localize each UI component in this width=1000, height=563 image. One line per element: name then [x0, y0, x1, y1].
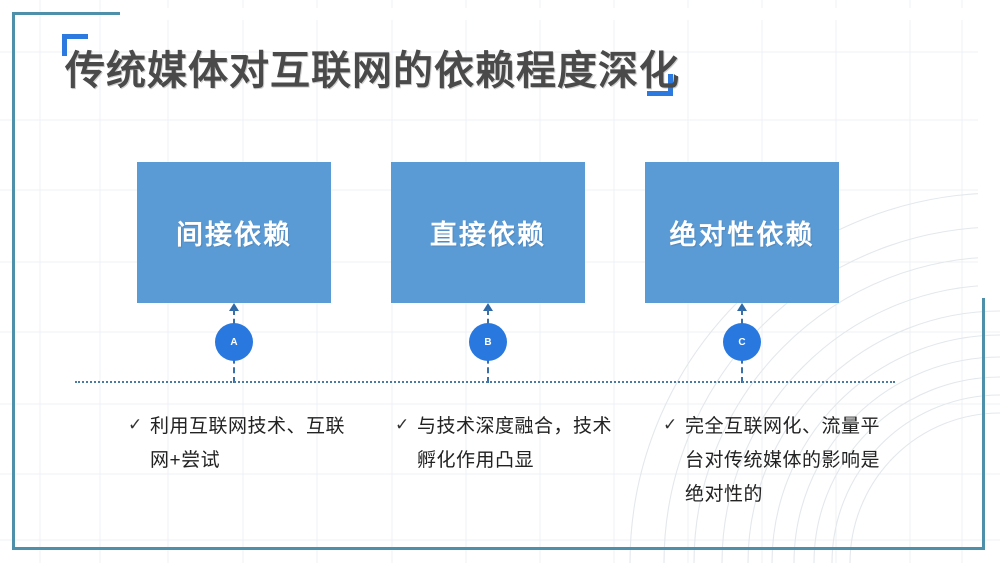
- concept-box-absolute[interactable]: 绝对性依赖: [645, 162, 839, 303]
- title-block: 传统媒体对互联网的依赖程度深化: [55, 28, 715, 108]
- connector-b: B: [469, 303, 507, 383]
- check-icon: ✓: [395, 415, 410, 434]
- bullet-text: 与技术深度融合，技术孵化作用凸显: [417, 416, 613, 471]
- check-icon: ✓: [128, 415, 143, 434]
- connector-a: A: [215, 303, 253, 383]
- bullet-item-3: ✓ 完全互联网化、流量平台对传统媒体的影响是绝对性的: [663, 410, 893, 512]
- marker-circle-a[interactable]: A: [215, 323, 253, 361]
- arrow-up-icon: [483, 303, 493, 311]
- frame-right-gap: [978, 8, 1000, 298]
- bullet-text: 完全互联网化、流量平台对传统媒体的影响是绝对性的: [685, 416, 881, 505]
- horizontal-divider: [75, 381, 895, 383]
- marker-circle-b[interactable]: B: [469, 323, 507, 361]
- check-icon: ✓: [663, 415, 678, 434]
- bullet-item-1: ✓ 利用互联网技术、互联网+尝试: [128, 410, 358, 478]
- concept-box-direct[interactable]: 直接依赖: [391, 162, 585, 303]
- connector-c: C: [723, 303, 761, 383]
- page-title: 传统媒体对互联网的依赖程度深化: [65, 49, 680, 93]
- concept-box-label: 直接依赖: [430, 220, 546, 250]
- arrow-up-icon: [229, 303, 239, 311]
- bullet-text: 利用互联网技术、互联网+尝试: [150, 416, 346, 471]
- bullet-item-2: ✓ 与技术深度融合，技术孵化作用凸显: [395, 410, 625, 478]
- concept-box-label: 间接依赖: [176, 220, 292, 250]
- corner-bracket-top-left-icon: [62, 34, 88, 56]
- concept-box-indirect[interactable]: 间接依赖: [137, 162, 331, 303]
- corner-bracket-bottom-right-icon: [647, 74, 673, 96]
- concept-box-label: 绝对性依赖: [669, 220, 815, 250]
- marker-circle-c[interactable]: C: [723, 323, 761, 361]
- arrow-up-icon: [737, 303, 747, 311]
- frame-top-gap: [120, 8, 990, 20]
